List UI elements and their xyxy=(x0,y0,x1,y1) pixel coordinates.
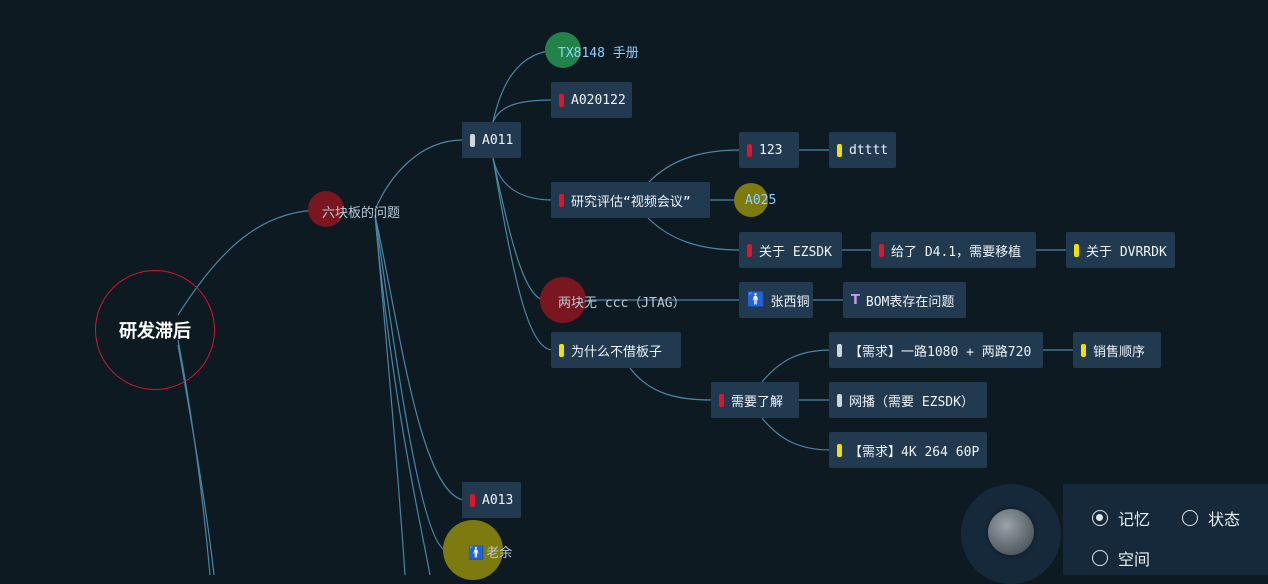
tx8148-circle[interactable] xyxy=(545,32,581,68)
node-123[interactable]: 123 xyxy=(739,132,799,168)
marker-icon xyxy=(747,143,752,157)
radio-space[interactable]: 空间 xyxy=(1092,546,1150,570)
marker-icon xyxy=(470,133,475,147)
node-label: 【需求】4K 264 60P xyxy=(849,444,980,460)
marker-icon xyxy=(559,193,564,207)
marker-icon xyxy=(1074,243,1079,257)
node-dtttt[interactable]: dtttt xyxy=(829,132,896,168)
node-label: A013 xyxy=(482,492,514,508)
node-a020122[interactable]: A020122 xyxy=(551,82,632,118)
root-label: 研发滞后 xyxy=(119,321,191,342)
node-label: 123 xyxy=(759,142,783,158)
marker-icon xyxy=(719,393,724,407)
node-label: 需要了解 xyxy=(731,394,784,410)
node-ezsdk[interactable]: 关于 EZSDK xyxy=(739,232,842,268)
marker-icon xyxy=(1081,343,1086,357)
marker-icon xyxy=(837,393,842,407)
marker-icon xyxy=(837,343,842,357)
node-label: 为什么不借板子 xyxy=(571,344,663,360)
topic-node-circle[interactable] xyxy=(308,191,344,227)
node-label: A011 xyxy=(482,132,514,148)
node-xiaoshou[interactable]: 销售顺序 xyxy=(1073,332,1161,368)
node-label: 销售顺序 xyxy=(1093,344,1146,360)
liangkuai-circle[interactable] xyxy=(540,277,586,323)
node-label: 关于 EZSDK xyxy=(759,244,832,260)
radio-state[interactable]: 状态 xyxy=(1182,506,1240,530)
node-zhang[interactable]: 🚹 张西铜 xyxy=(739,282,813,318)
node-a025[interactable]: A025 xyxy=(745,193,777,208)
radio-label: 状态 xyxy=(1208,510,1241,529)
node-tx8148[interactable]: TX8148 手册 xyxy=(558,46,639,61)
navigation-knob[interactable] xyxy=(988,509,1034,555)
node-label: 老余 xyxy=(486,546,513,561)
node-gei[interactable]: 给了 D4.1，需要移植 xyxy=(871,232,1036,268)
marker-icon xyxy=(879,243,884,257)
marker-icon xyxy=(747,243,752,257)
root-node[interactable]: 研发滞后 xyxy=(95,270,215,390)
person-icon: 🚹 xyxy=(468,546,485,561)
marker-icon xyxy=(559,343,564,357)
text-type-icon: T xyxy=(851,292,860,308)
node-weishenme[interactable]: 为什么不借板子 xyxy=(551,332,681,368)
radio-selected-icon xyxy=(1092,510,1108,526)
node-a011[interactable]: A011 xyxy=(462,122,521,158)
radio-unselected-icon xyxy=(1182,510,1198,526)
marker-icon xyxy=(470,493,475,507)
node-req1080[interactable]: 【需求】一路1080 + 两路720 xyxy=(829,332,1043,368)
node-label: 【需求】一路1080 + 两路720 xyxy=(849,344,1032,360)
laoyu-circle[interactable] xyxy=(443,520,503,580)
node-req4k[interactable]: 【需求】4K 264 60P xyxy=(829,432,987,468)
node-label: 张西铜 xyxy=(770,294,810,310)
radio-memory[interactable]: 记忆 xyxy=(1092,506,1150,530)
radio-unselected-icon xyxy=(1092,550,1108,566)
node-label: 研究评估“视频会议” xyxy=(571,194,691,210)
node-liangkuai[interactable]: 两块无 ccc（JTAG） xyxy=(558,296,686,311)
marker-icon xyxy=(837,443,842,457)
person-icon: 🚹 xyxy=(747,292,765,308)
node-label: 给了 D4.1，需要移植 xyxy=(891,244,1022,260)
marker-icon xyxy=(837,143,842,157)
node-a013[interactable]: A013 xyxy=(462,482,521,518)
a025-circle[interactable] xyxy=(734,183,768,217)
node-label: 网播（需要 EZSDK） xyxy=(849,394,974,410)
node-laoyu[interactable]: 🚹老余 xyxy=(468,542,512,561)
marker-icon xyxy=(559,93,564,107)
node-label: A020122 xyxy=(571,92,626,108)
radio-label: 记忆 xyxy=(1118,510,1151,529)
node-label: BOM表存在问题 xyxy=(865,294,955,310)
node-research[interactable]: 研究评估“视频会议” xyxy=(551,182,710,218)
topic-node-label[interactable]: 六块板的问题 xyxy=(322,206,401,221)
node-label: dtttt xyxy=(849,142,889,158)
node-xuyao[interactable]: 需要了解 xyxy=(711,382,799,418)
node-dvrrdk[interactable]: 关于 DVRRDK xyxy=(1066,232,1175,268)
node-bom[interactable]: T BOM表存在问题 xyxy=(843,282,966,318)
node-label: 关于 DVRRDK xyxy=(1086,244,1167,260)
node-wangbo[interactable]: 网播（需要 EZSDK） xyxy=(829,382,987,418)
radio-label: 空间 xyxy=(1118,550,1151,569)
